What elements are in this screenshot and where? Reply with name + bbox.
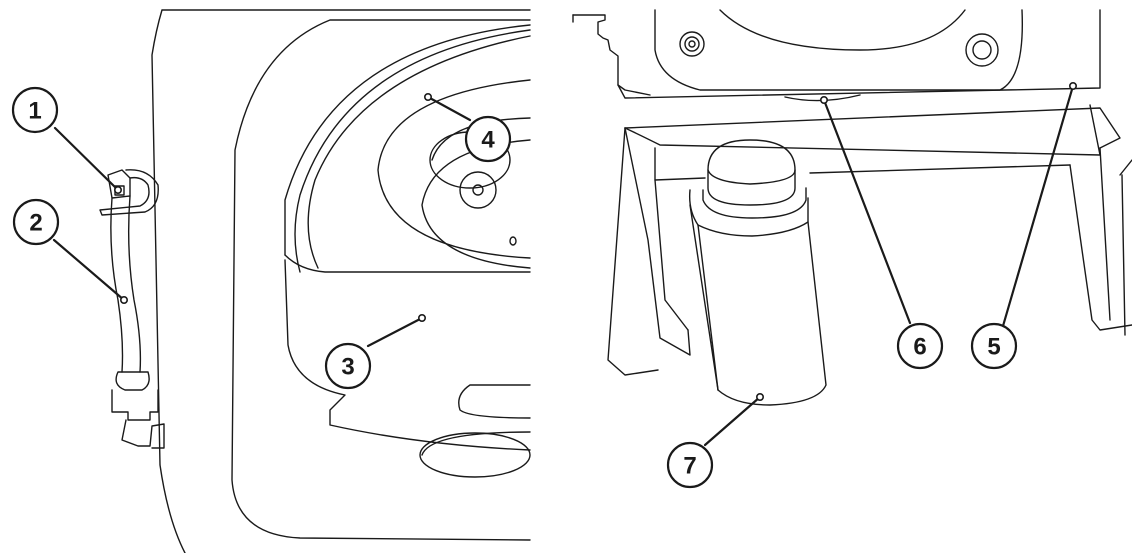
leader-endpoint-1 [114,186,123,195]
leader-lines [52,82,1078,447]
leader-line-5 [1001,84,1075,328]
leader-line-3 [366,316,424,348]
right-panel-frame [572,9,1132,376]
callout-6: 6 [896,322,944,370]
callout-4: 4 [464,115,512,163]
leader-endpoint-6 [819,96,828,105]
leader-line-1 [53,126,120,192]
callout-7: 7 [666,441,714,489]
callout-2-label: 2 [29,210,42,237]
leader-line-7 [703,395,762,447]
leader-endpoint-7 [755,392,764,401]
callout-4-label: 4 [481,127,495,154]
leader-endpoint-4 [423,93,432,102]
callout-1-label: 1 [28,98,41,125]
drum-assembly [377,79,531,269]
callout-1: 1 [11,86,59,134]
leader-endpoint-5 [1069,82,1078,91]
callout-3: 3 [324,342,372,390]
left-panel-machine-housing [151,9,531,553]
leader-line-4 [426,95,472,122]
leader-line-6 [822,98,912,325]
filter-canister [688,139,827,406]
callout-6-label: 6 [913,334,926,361]
callout-7-label: 7 [683,453,696,480]
callout-3-label: 3 [341,354,354,381]
callout-5-label: 5 [987,334,1000,361]
callout-5: 5 [970,322,1018,370]
leader-endpoint-2 [120,295,129,304]
leader-line-2 [52,238,126,302]
leader-endpoint-3 [417,313,426,322]
callout-2: 2 [12,198,60,246]
hose-assembly [99,169,165,449]
